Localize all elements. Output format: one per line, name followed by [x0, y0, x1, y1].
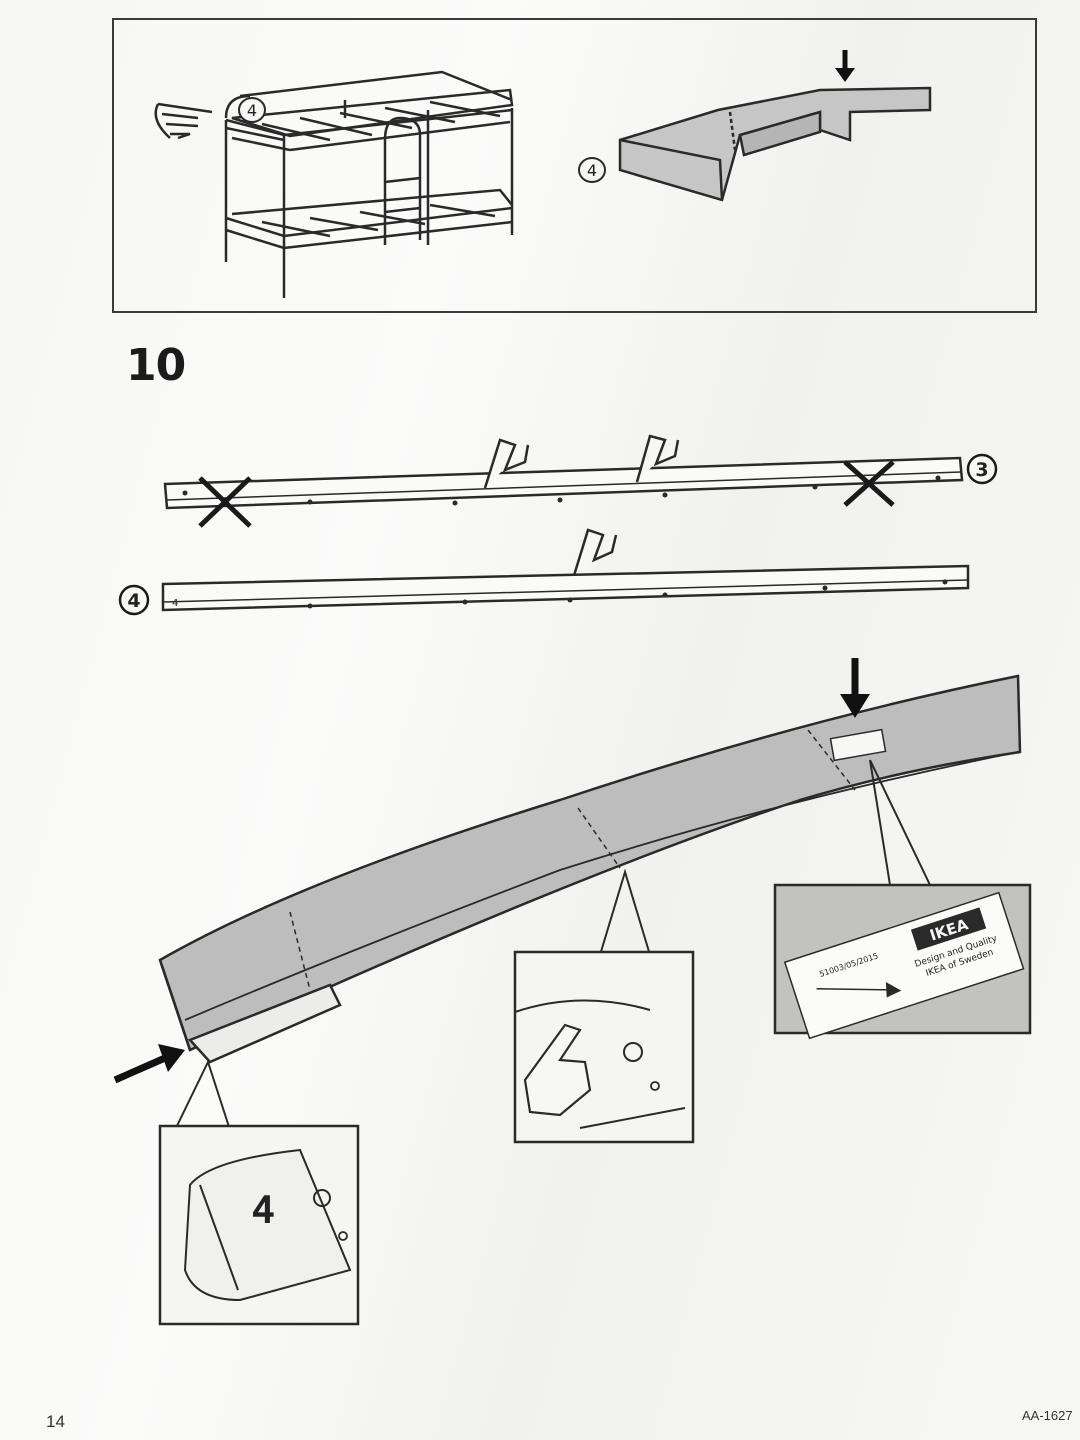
rail-end-mark: 4 [172, 598, 178, 609]
part-badge-3: 3 [966, 453, 998, 485]
arrow-down-icon [840, 658, 870, 718]
part-number-badge-pad: 4 [578, 157, 606, 183]
svg-text:4: 4 [587, 161, 597, 180]
reference-panel [112, 18, 1037, 313]
pointing-hand-icon [154, 102, 213, 140]
part-badge-4: 4 [118, 584, 150, 616]
svg-text:4: 4 [247, 101, 257, 120]
label-tag-small [829, 728, 887, 762]
detail-box-part-mark: 4 [158, 1124, 360, 1326]
arrow-down-icon [835, 50, 855, 82]
detail-box-label: IKEA Design and Quality IKEA of Sweden 5… [773, 883, 1032, 1040]
detail-box-press [513, 950, 695, 1144]
part-number-badge: 4 [238, 97, 266, 123]
bumper-pad-illustration [618, 86, 932, 202]
step-number: 10 [126, 340, 186, 391]
pressing-hand-icon [483, 434, 680, 583]
svg-text:4: 4 [252, 1190, 275, 1231]
svg-text:4: 4 [127, 590, 140, 612]
bumper-pad-long [158, 674, 1022, 1064]
cross-mark-left [198, 476, 252, 528]
svg-text:3: 3 [975, 459, 988, 481]
bunk-bed-illustration [224, 70, 514, 298]
page-number: 14 [46, 1412, 65, 1431]
rail-upper [163, 456, 964, 510]
arrow-right-icon [113, 1044, 185, 1084]
cross-mark-right [843, 460, 895, 507]
rail-lower [161, 564, 970, 612]
document-code: AA-1627 [1022, 1408, 1073, 1423]
